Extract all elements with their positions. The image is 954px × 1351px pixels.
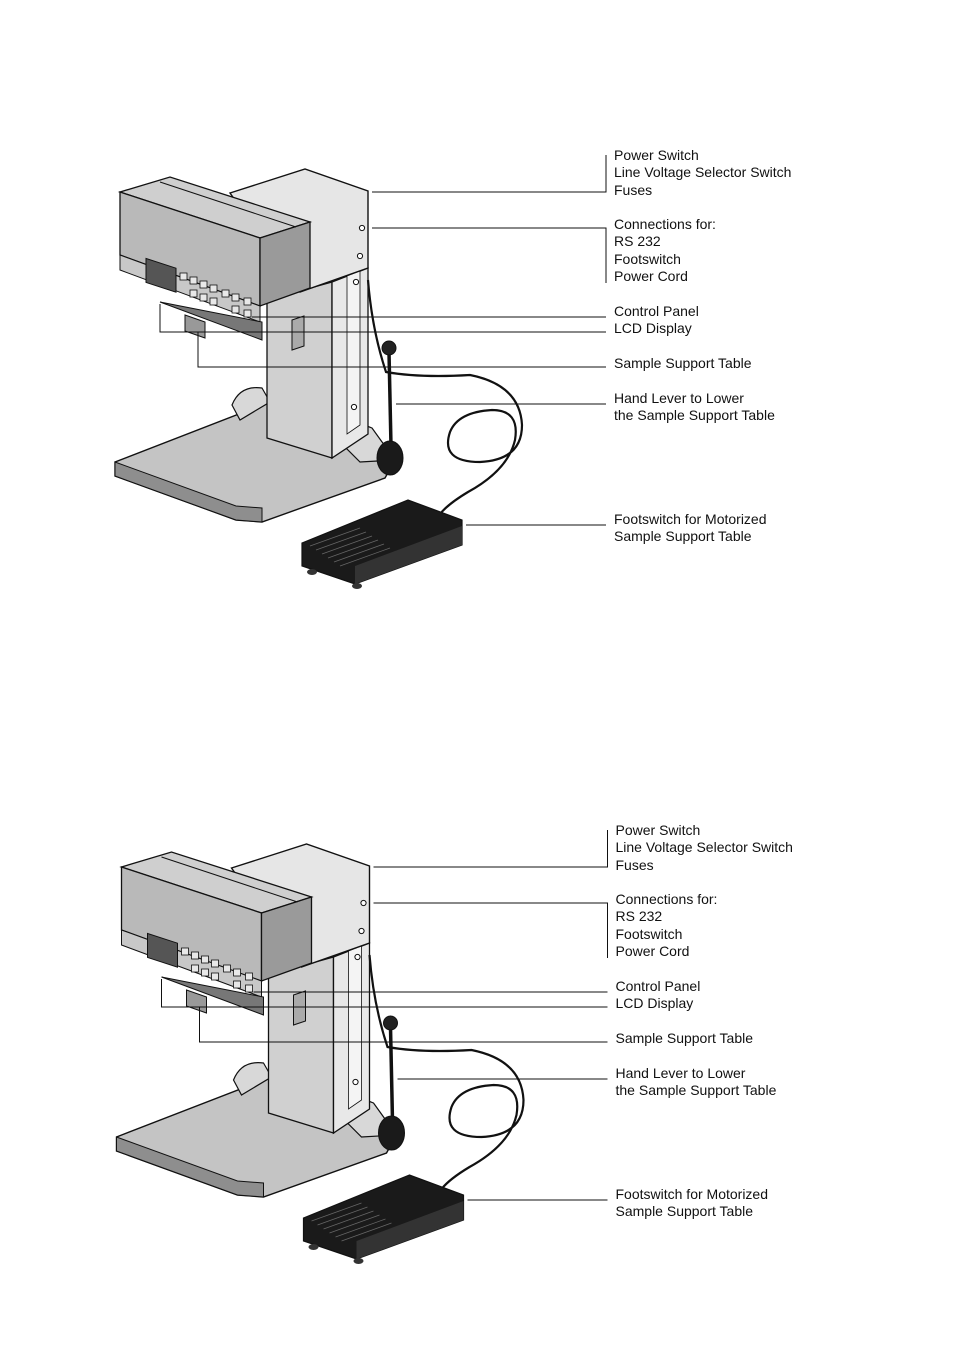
label-footswitch-line1: Footswitch for Motorized: [614, 511, 767, 527]
hand-lever: [378, 1015, 405, 1151]
label-footswitch-line1: Footswitch for Motorized: [615, 1186, 769, 1202]
label-hand-lever: Hand Lever to Lower the Sample Support T…: [616, 1065, 777, 1100]
label-line-voltage-selector: Line Voltage Selector Switch: [614, 164, 792, 181]
footswitch-cable: [366, 279, 524, 515]
label-footswitch: Footswitch for Motorized Sample Support …: [616, 1186, 769, 1221]
leader-lines: [161, 830, 608, 1201]
column: [267, 942, 371, 1135]
label-sample-support-table: Sample Support Table: [615, 1030, 754, 1046]
label-power-group: Power Switch Line Voltage Selector Switc…: [614, 147, 791, 199]
instrument-illustration: [115, 830, 608, 1264]
label-rs232: RS 232: [615, 908, 663, 925]
label-control-panel: Control Panel: [615, 978, 701, 994]
label-connections-group: Connections for: RS 232 Footswitch Power…: [614, 216, 716, 286]
label-hand-lever: Hand Lever to Lower the Sample Support T…: [614, 390, 775, 425]
instrument-housing: [117, 176, 313, 351]
label-footswitch-connection: Footswitch: [615, 925, 683, 942]
label-line-voltage-selector: Line Voltage Selector Switch: [615, 839, 793, 856]
label-footswitch-line2: Sample Support Table: [614, 528, 752, 545]
label-hand-lever-line1: Hand Lever to Lower: [615, 1065, 746, 1081]
label-sample-support-table: Sample Support Table: [614, 355, 752, 371]
label-footswitch: Footswitch for Motorized Sample Support …: [614, 511, 767, 546]
label-connections-group: Connections for: RS 232 Footswitch Power…: [616, 891, 718, 961]
label-fuses: Fuses: [614, 181, 653, 198]
label-footswitch-connection: Footswitch: [614, 250, 681, 267]
label-hand-lever-line2: the Sample Support Table: [614, 407, 775, 424]
instrument-figure-1: Power Switch Line Voltage Selector Switc…: [0, 0, 954, 675]
instrument-illustration: [114, 155, 607, 589]
footswitch-device: [301, 499, 463, 589]
label-control-panel: Control Panel: [614, 303, 699, 319]
instrument-housing: [119, 851, 314, 1026]
label-rs232: RS 232: [614, 233, 661, 250]
label-power-switch: Power Switch: [614, 147, 699, 163]
label-connections-heading: Connections for:: [615, 891, 718, 907]
label-power-group: Power Switch Line Voltage Selector Switc…: [616, 822, 793, 874]
label-footswitch-line2: Sample Support Table: [615, 1203, 754, 1220]
instrument-figure-2: Power Switch Line Voltage Selector Switc…: [2, 675, 954, 1350]
label-connections-heading: Connections for:: [614, 216, 716, 232]
leader-lines: [159, 155, 607, 526]
label-fuses: Fuses: [615, 856, 654, 873]
label-hand-lever-line1: Hand Lever to Lower: [614, 390, 744, 406]
label-lcd-display: LCD Display: [614, 320, 692, 336]
footswitch-device: [302, 1174, 465, 1264]
label-lcd-display: LCD Display: [615, 995, 694, 1011]
hand-lever: [376, 340, 404, 476]
label-hand-lever-line2: the Sample Support Table: [615, 1082, 777, 1099]
label-power-switch: Power Switch: [615, 822, 701, 838]
label-power-cord: Power Cord: [615, 943, 690, 960]
label-power-cord: Power Cord: [614, 268, 688, 285]
footswitch-cable: [368, 954, 525, 1190]
